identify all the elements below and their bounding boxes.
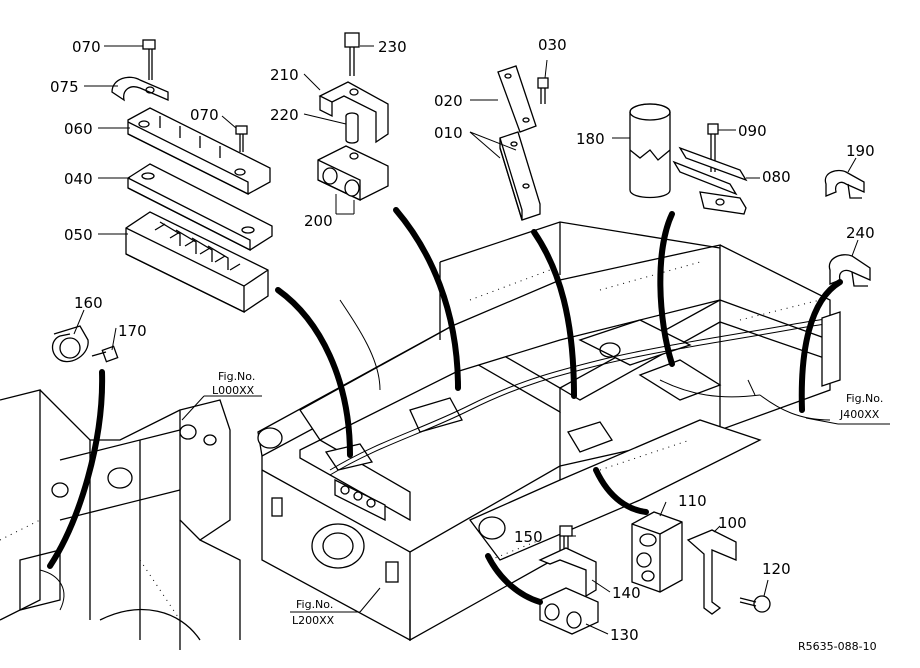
plate-040 xyxy=(127,163,273,252)
bolt-070-b xyxy=(235,125,248,152)
bolt-120 xyxy=(739,595,771,613)
bolt-070-a xyxy=(142,39,156,80)
part-label-100: 100 xyxy=(718,514,747,532)
part-label-160: 160 xyxy=(74,294,103,312)
part-label-060: 060 xyxy=(64,120,93,138)
bolt-230 xyxy=(344,32,360,76)
part-label-230: 230 xyxy=(378,38,407,56)
part-label-090: 090 xyxy=(738,122,767,140)
part-label-220: 220 xyxy=(270,106,299,124)
clamp-130 xyxy=(539,587,599,635)
figure-references: Fig.No. L000XX Fig.No. L200XX Fig.No. J4… xyxy=(212,370,883,627)
part-label-180: 180 xyxy=(576,130,605,148)
bracket-010 xyxy=(499,131,541,221)
part-label-150: 150 xyxy=(514,528,543,546)
bracket-080 xyxy=(672,146,748,215)
part-label-020: 020 xyxy=(434,92,463,110)
left-frame-partial xyxy=(0,389,241,650)
part-label-075: 075 xyxy=(50,78,79,96)
bolt-170 xyxy=(91,345,119,363)
part-label-200: 200 xyxy=(304,212,333,230)
clip-190 xyxy=(824,169,865,199)
clip-160 xyxy=(51,325,89,363)
part-label-140: 140 xyxy=(612,584,641,602)
fig-ref-j400-line2: J400XX xyxy=(839,408,880,421)
fig-ref-l200-line2: L200XX xyxy=(292,614,335,627)
part-label-190: 190 xyxy=(846,142,875,160)
spacer-220 xyxy=(345,112,359,144)
plate-060 xyxy=(127,107,271,196)
clip-240 xyxy=(828,254,871,287)
clamp-block-110 xyxy=(631,511,683,593)
part-label-210: 210 xyxy=(270,66,299,84)
fig-ref-l000-line2: L000XX xyxy=(212,384,255,397)
leader-lines xyxy=(73,45,890,635)
main-frame xyxy=(257,221,841,642)
bracket-100 xyxy=(686,529,737,615)
part-label-010: 010 xyxy=(434,124,463,142)
fig-ref-j400-line1: Fig.No. xyxy=(846,392,883,405)
fig-ref-l000-line1: Fig.No. xyxy=(218,370,255,383)
part-label-030: 030 xyxy=(538,36,567,54)
bolt-030 xyxy=(537,77,549,104)
cover-210 xyxy=(318,81,389,144)
cover-140 xyxy=(538,547,597,598)
part-label-080: 080 xyxy=(762,168,791,186)
fig-ref-l200-line1: Fig.No. xyxy=(296,598,333,611)
drawing-code: R5635-088-10 xyxy=(798,640,877,653)
part-label-130: 130 xyxy=(610,626,639,644)
part-labels: 070 075 060 070 040 050 230 210 220 200 … xyxy=(50,36,875,644)
tube-180 xyxy=(629,103,671,199)
part-label-120: 120 xyxy=(762,560,791,578)
part-label-040: 040 xyxy=(64,170,93,188)
strip-020 xyxy=(497,65,537,133)
part-label-170: 170 xyxy=(118,322,147,340)
grommet-block-050 xyxy=(125,211,269,314)
part-label-070b: 070 xyxy=(190,106,219,124)
clamp-200 xyxy=(317,145,389,202)
clip-075 xyxy=(111,76,169,102)
part-label-050: 050 xyxy=(64,226,93,244)
part-label-240: 240 xyxy=(846,224,875,242)
part-label-070a: 070 xyxy=(72,38,101,56)
callout-arcs xyxy=(47,207,843,605)
part-label-110: 110 xyxy=(678,492,707,510)
